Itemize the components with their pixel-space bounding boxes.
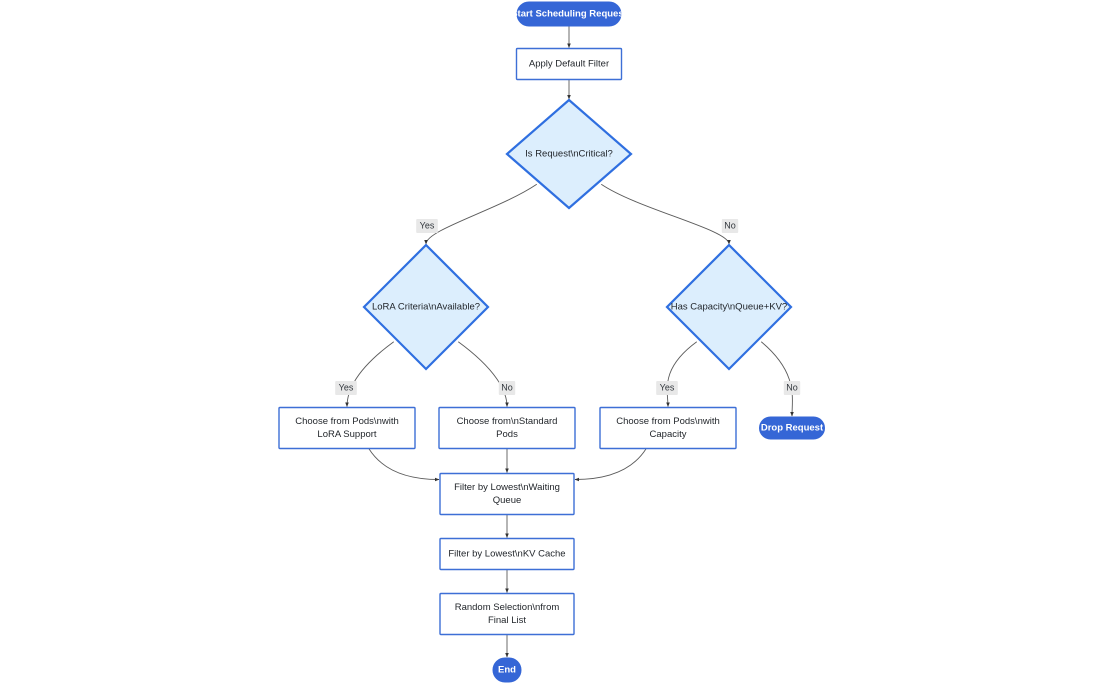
edge-lora_criteria-to-pods_standard [457,341,509,407]
node-shape-diamond [505,98,633,210]
node-shape-rect [439,472,575,516]
node-has_capacity[interactable]: Has Capacity\nQueue+KV? [665,243,793,371]
node-end[interactable]: End [492,657,522,683]
node-label-filter_kv: Filter by Lowest\nKV Cache [448,549,565,560]
node-label-start: Start Scheduling Request [511,9,627,20]
edge-label-e3: Yes [416,219,438,233]
edge-label-e5: Yes [335,381,357,395]
edge-label-text: Yes [339,382,354,392]
edge-lora_criteria-to-pods_lora [345,341,395,407]
edge-has_capacity-to-pods_capacity [666,341,698,407]
edge-label-background [498,381,516,395]
edge-label-background [783,381,801,395]
node-shape-rect [438,406,576,450]
node-label-has_capacity: Has Capacity\nQueue+KV? [671,302,787,313]
node-label-pods_lora: Choose from Pods\nwith [295,416,399,427]
node-is_critical[interactable]: Is Request\nCritical? [505,98,633,210]
node-label-random_selection: Random Selection\nfrom [455,602,560,613]
node-label-pods_lora: LoRA Support [317,429,377,440]
node-shape-diamond [665,243,793,371]
edge-is_critical-to-lora_criteria [424,183,538,245]
node-shape-rect [439,537,575,571]
edge-label-text: Yes [420,220,435,230]
edge-label-background [335,381,357,395]
node-label-filter_queue: Filter by Lowest\nWaiting [454,482,560,493]
edge-has_capacity-to-drop_request [760,341,794,417]
edge-label-e8: No [783,381,801,395]
node-shape-pill [759,416,825,440]
edges-layer [345,26,794,658]
node-label-drop_request: Drop Request [761,423,824,434]
node-filter_kv[interactable]: Filter by Lowest\nKV Cache [439,537,575,571]
node-label-pods_standard: Choose from\nStandard [457,416,558,427]
edge-label-text: No [724,220,736,230]
edge-pods_capacity-to-filter_queue [574,448,647,482]
edge-label-background [416,219,438,233]
edge-is_critical-to-has_capacity [600,183,731,245]
node-shape-pill [516,1,622,27]
node-drop_request[interactable]: Drop Request [759,416,825,440]
edge-label-e7: Yes [656,381,678,395]
node-label-lora_criteria: LoRA Criteria\nAvailable? [372,302,480,313]
edge-label-e6: No [498,381,516,395]
edge-label-text: Yes [660,382,675,392]
node-shape-diamond [362,243,490,371]
node-shape-rect [599,406,737,450]
node-shape-pill [492,657,522,683]
node-shape-rect [278,406,416,450]
node-label-pods_standard: Pods [496,429,518,440]
edge-label-background [656,381,678,395]
node-label-pods_capacity: Choose from Pods\nwith [616,416,720,427]
node-shape-rect [439,592,575,636]
edge-label-e4: No [721,219,739,233]
node-label-apply_filter: Apply Default Filter [529,59,609,70]
node-lora_criteria[interactable]: LoRA Criteria\nAvailable? [362,243,490,371]
node-start[interactable]: Start Scheduling Request [511,1,628,27]
node-label-end: End [498,665,516,676]
node-label-pods_capacity: Capacity [650,429,687,440]
edge-label-text: No [786,382,798,392]
edge-label-background [721,219,739,233]
edge-label-text: No [501,382,513,392]
node-label-is_critical: Is Request\nCritical? [525,149,613,160]
node-apply_filter[interactable]: Apply Default Filter [515,47,623,81]
node-label-filter_queue: Queue [493,495,522,506]
node-shape-rect [515,47,623,81]
node-label-random_selection: Final List [488,615,526,626]
edge-pods_lora-to-filter_queue [368,448,440,482]
